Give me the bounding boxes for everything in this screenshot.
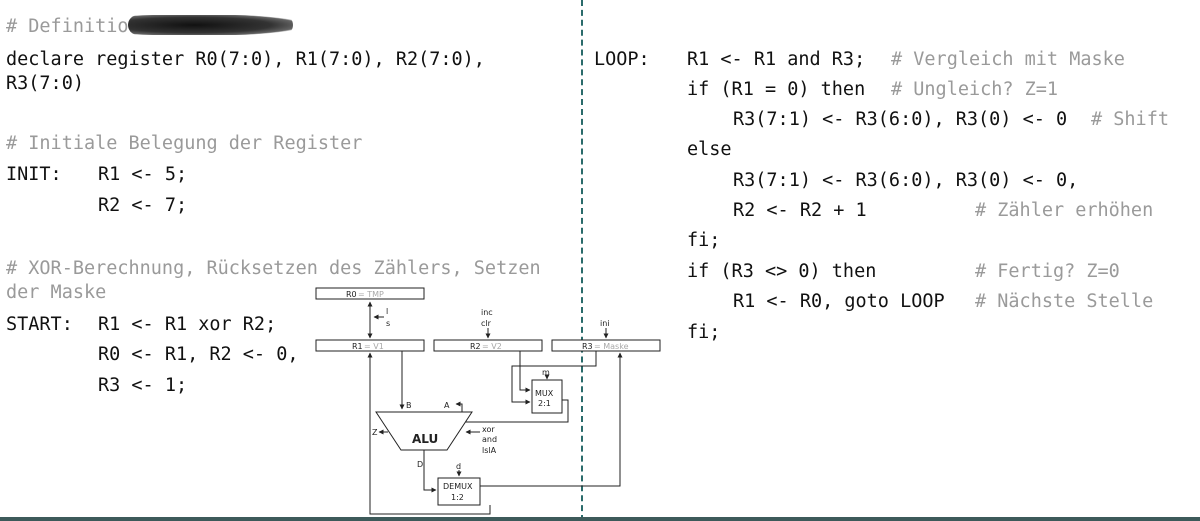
code-init-1: R1 <- 5; [98,164,188,185]
code-init-2: R2 <- 7; [98,195,188,216]
code-loop-9: R1 <- R0, goto LOOP [733,291,945,312]
code-declare-2: R3(7:0) [6,73,84,94]
demux-label-2: 1:2 [451,493,464,502]
register-r2-box [433,339,543,352]
sig-l: l [386,307,388,316]
code-start-3: R3 <- 1; [98,375,188,396]
sig-inc: inc [481,308,493,317]
label-init: INIT: [6,164,62,185]
alu-shape [375,411,473,451]
r1-alias: = V1 [364,342,384,351]
comment-loop-8: # Fertig? Z=0 [975,261,1120,282]
datapath-diagram: R0 = TMP R1 = V1 R2 = V2 R3 = Maske l s … [315,287,661,515]
code-loop-5: R3(7:1) <- R3(6:0), R3(0) <- 0, [733,170,1079,191]
sig-a: A [444,401,450,410]
code-declare-1: declare register R0(7:0), R1(7:0), R2(7:… [6,49,485,70]
code-loop-3: R3(7:1) <- R3(6:0), R3(0) <- 0 [733,109,1068,130]
r0-name: R0 [346,290,357,299]
bottom-rule [0,517,1200,521]
label-loop: LOOP: [594,49,650,70]
mux-label-2: 2:1 [538,399,551,408]
register-r0-box [315,287,425,300]
code-loop-1: R1 <- R1 and R3; [687,49,866,70]
code-start-2: R0 <- R1, R2 <- 0, [98,344,299,365]
sig-ini: ini [600,319,610,328]
comment-xor-2: der Maske [6,282,107,303]
r0-alias: = TMP [358,290,384,299]
code-loop-10: fi; [687,322,721,343]
demux-label-1: DEMUX [443,482,473,491]
comment-xor-1: # XOR-Berechnung, Rücksetzen des Zählers… [6,258,541,279]
comment-loop-9: # Nächste Stelle [975,291,1154,312]
comment-definition: # Definition [6,16,140,37]
sig-s: s [386,319,390,328]
sig-d: d [456,462,461,471]
sig-b: B [406,401,412,410]
redaction-scribble [128,15,293,35]
r2-alias: = V2 [482,342,502,351]
comment-loop-2: # Ungleich? Z=1 [891,79,1059,100]
r1-name: R1 [352,342,363,351]
sig-clr: clr [481,319,492,328]
code-loop-8: if (R3 <> 0) then [687,261,877,282]
sig-d-out: D [417,460,423,469]
sig-m: m [542,368,550,377]
demux-box [437,477,481,506]
register-r3-box [551,339,661,352]
alu-label: ALU [412,432,438,446]
register-r1-box [315,339,425,352]
code-loop-4: else [687,139,732,160]
mux-label-1: MUX [535,389,554,398]
comment-init: # Initiale Belegung der Register [6,133,363,154]
sig-z: Z [372,428,378,437]
comment-loop-3: # Shift [1091,109,1169,130]
comment-loop-6: # Zähler erhöhen [975,200,1154,221]
sig-xor: xor [482,425,495,434]
r3-alias: = Maske [594,342,629,351]
column-divider [581,0,583,521]
code-start-1: R1 <- R1 xor R2; [98,314,277,335]
code-loop-7: fi; [687,230,721,251]
r2-name: R2 [470,342,481,351]
sig-lsla: lslA [482,446,497,455]
code-loop-6: R2 <- R2 + 1 [733,200,867,221]
sig-and: and [482,435,497,444]
comment-loop-1: # Vergleich mit Maske [891,49,1125,70]
code-loop-2: if (R1 = 0) then [687,79,866,100]
mux-box [531,379,563,414]
label-start: START: [6,314,73,335]
r3-name: R3 [582,342,593,351]
